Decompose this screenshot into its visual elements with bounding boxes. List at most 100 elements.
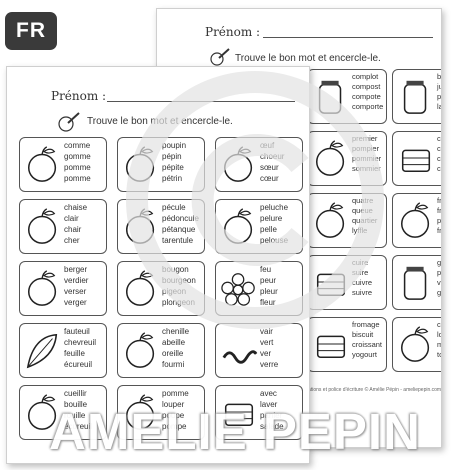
word-choice[interactable]: gelée	[437, 288, 442, 297]
word-choice[interactable]: œuf	[260, 141, 275, 150]
word-choice[interactable]: pécule	[162, 203, 186, 212]
word-choice[interactable]: vair	[260, 327, 273, 336]
word-choice[interactable]: cassis	[437, 144, 441, 153]
word-choice[interactable]: tarentule	[162, 236, 194, 245]
word-choice[interactable]: queue	[352, 206, 373, 215]
word-choice[interactable]: bouille	[64, 400, 88, 409]
word-choice[interactable]: poupe	[162, 411, 185, 420]
word-choice[interactable]: lait	[437, 102, 441, 111]
word-choice[interactable]: verre	[260, 360, 279, 369]
word-choice[interactable]: comme	[64, 141, 91, 150]
word-choice[interactable]: pleur	[260, 287, 278, 296]
word-choice[interactable]: verdier	[64, 276, 89, 285]
word-choice[interactable]: touche	[437, 350, 441, 359]
word-choice[interactable]: pompier	[352, 144, 380, 153]
word-choice[interactable]: panier	[260, 411, 283, 420]
word-choice[interactable]: premier	[352, 134, 378, 143]
word-choice[interactable]: bougon	[162, 265, 189, 274]
word-choice[interactable]: quartier	[352, 216, 378, 225]
word-choice[interactable]: pépite	[162, 163, 184, 172]
word-choice[interactable]: fauteuil	[64, 327, 90, 336]
word-choice[interactable]: abeille	[162, 338, 186, 347]
word-choice[interactable]: chevreuil	[64, 338, 97, 347]
word-choice[interactable]: vert	[260, 338, 274, 347]
word-choice[interactable]: sommier	[352, 164, 381, 173]
word-choice[interactable]: laver	[260, 400, 278, 409]
word-choice[interactable]: chasse	[437, 164, 441, 173]
word-choice[interactable]: peler	[437, 268, 442, 277]
word-choice[interactable]: pépin	[162, 152, 182, 161]
word-choice[interactable]: pomme	[64, 163, 91, 172]
word-choice[interactable]: voler	[437, 278, 441, 287]
word-choice[interactable]: verger	[64, 298, 87, 307]
word-choice[interactable]: geler	[437, 258, 442, 267]
word-choice[interactable]: sœur	[260, 163, 279, 172]
word-choice[interactable]: bus	[437, 72, 442, 81]
word-choice[interactable]: feu	[260, 265, 272, 274]
word-choice[interactable]: salade	[260, 422, 284, 431]
word-choice[interactable]: pelouse	[260, 236, 289, 245]
word-choice[interactable]: plongeon	[162, 298, 195, 307]
word-choice[interactable]: écureuil	[64, 422, 93, 431]
word-choice[interactable]: feuille	[64, 349, 85, 358]
word-choice[interactable]: chenille	[162, 327, 190, 336]
word-choice[interactable]: pédoncule	[162, 214, 199, 223]
word-choice[interactable]: chaise	[64, 203, 88, 212]
word-choice[interactable]: peluche	[260, 203, 289, 212]
word-choice[interactable]: gomme	[64, 152, 91, 161]
word-choice[interactable]: bourgeon	[162, 276, 196, 285]
word-choice[interactable]: fromage	[352, 320, 380, 329]
word-choice[interactable]: pétrin	[162, 174, 183, 183]
word-choice[interactable]: chair	[64, 225, 82, 234]
word-choice[interactable]: fruit	[437, 226, 442, 235]
word-choice[interactable]: yogourt	[352, 350, 378, 359]
word-choice[interactable]: jus	[437, 82, 441, 91]
word-choice[interactable]: pelure	[260, 214, 283, 223]
word-choice[interactable]: cueillir	[64, 389, 87, 398]
word-choice[interactable]: cœur	[260, 174, 279, 183]
word-choice[interactable]: suire	[352, 268, 369, 277]
word-choice[interactable]: fruite	[437, 206, 442, 215]
word-choice[interactable]: pigeon	[162, 287, 187, 296]
word-choice[interactable]: caisse	[437, 154, 441, 163]
word-choice[interactable]: cuire	[352, 258, 369, 267]
word-choice[interactable]: berger	[64, 265, 88, 274]
word-choice[interactable]: cuivre	[352, 278, 373, 287]
word-choice[interactable]: pomme	[162, 389, 189, 398]
word-choice[interactable]: quatre	[352, 196, 374, 205]
word-choice[interactable]: complot	[352, 72, 379, 81]
word-choice[interactable]: compost	[352, 82, 381, 91]
word-choice[interactable]: louper	[162, 400, 185, 409]
word-choice[interactable]: fleur	[260, 298, 276, 307]
word-choice[interactable]: comporte	[352, 102, 384, 111]
word-choice[interactable]: louche	[437, 330, 441, 339]
word-choice[interactable]: suivre	[352, 288, 373, 297]
word-choice[interactable]: pelle	[260, 225, 277, 234]
word-choice[interactable]: rouille	[64, 411, 86, 420]
word-choice[interactable]: croissant	[352, 340, 383, 349]
word-choice[interactable]: clair	[64, 214, 79, 223]
word-choice[interactable]: pomme	[64, 174, 91, 183]
word-choice[interactable]: biscuit	[352, 330, 374, 339]
word-choice[interactable]: écureuil	[64, 360, 93, 369]
word-choice[interactable]: fourmi	[162, 360, 185, 369]
word-choice[interactable]: couche	[437, 320, 441, 329]
word-choice[interactable]: mouche	[437, 340, 441, 350]
word-choice[interactable]: poupin	[162, 141, 187, 150]
word-choice[interactable]: casser	[437, 134, 441, 143]
word-choice[interactable]: choeur	[260, 152, 285, 161]
word-choice[interactable]: cher	[64, 236, 80, 245]
word-choice[interactable]: verser	[64, 287, 87, 296]
word-choice[interactable]: pétanque	[162, 225, 196, 234]
word-choice[interactable]: pompe	[162, 422, 187, 431]
word-choice[interactable]: plus	[437, 92, 442, 101]
word-choice[interactable]: pommier	[352, 154, 382, 163]
word-choice[interactable]: avec	[260, 389, 277, 398]
word-choice[interactable]: fruit	[437, 196, 442, 205]
word-choice[interactable]: peur	[260, 276, 277, 285]
word-choice[interactable]: compote	[352, 92, 381, 101]
word-choice[interactable]: ver	[260, 349, 272, 358]
word-choice[interactable]: oreille	[162, 349, 184, 358]
word-choice[interactable]: pluie	[437, 216, 442, 225]
word-choice[interactable]: lyffle	[352, 226, 368, 235]
